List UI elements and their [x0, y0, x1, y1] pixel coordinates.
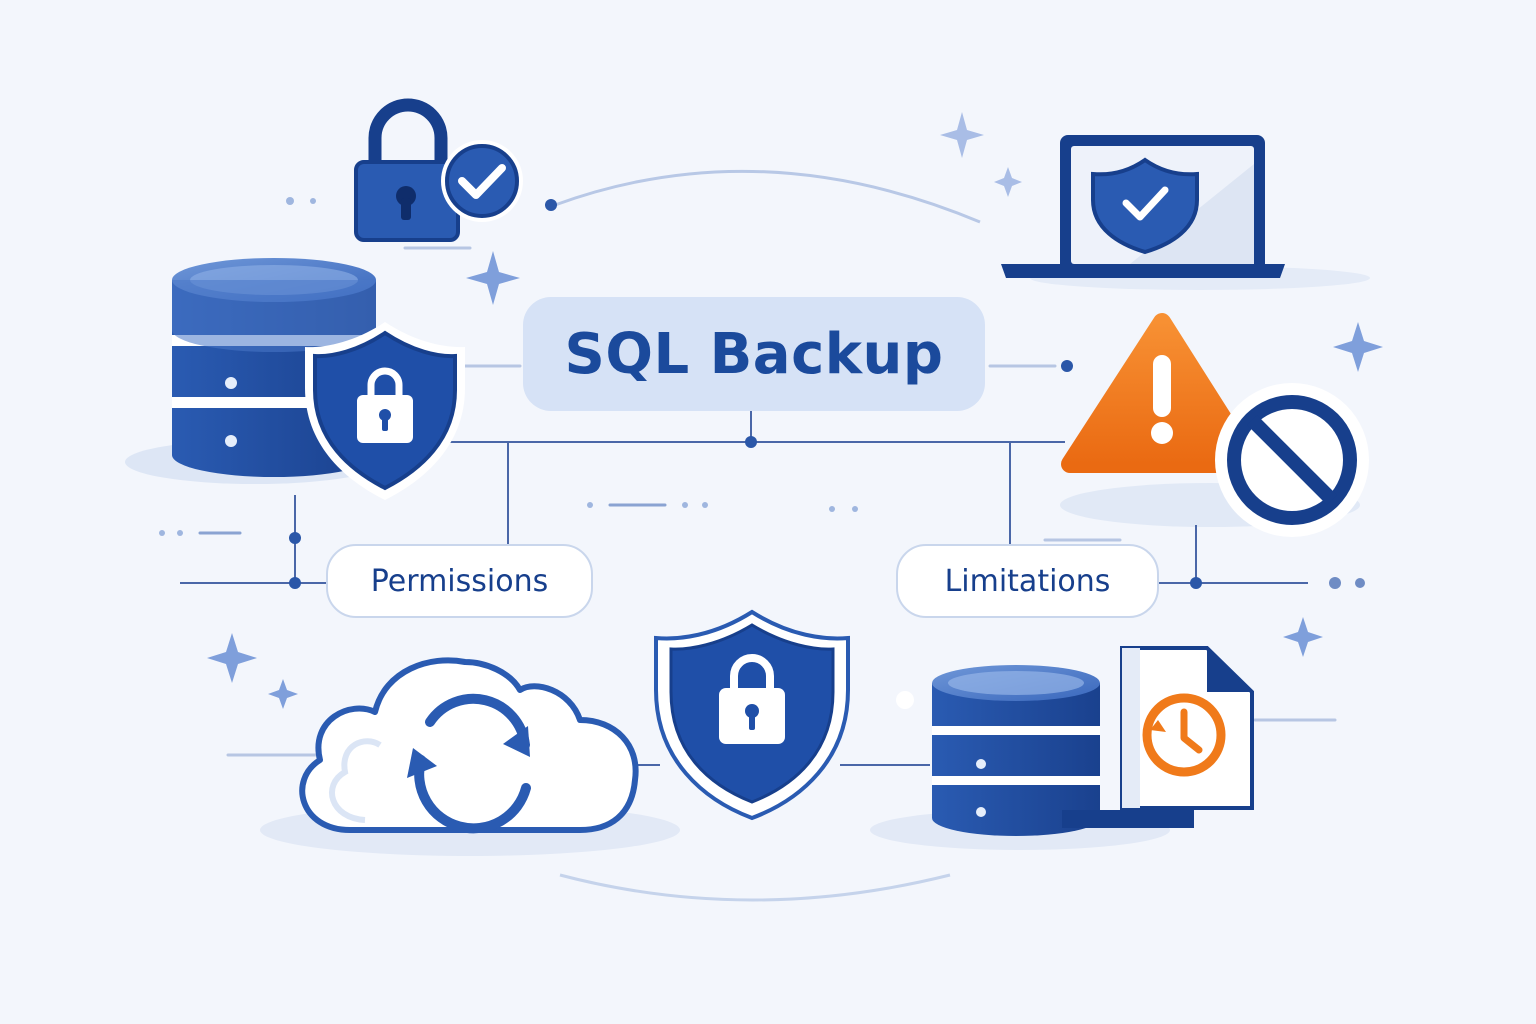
diagram-title: SQL Backup [523, 297, 985, 411]
dot-accents [159, 197, 1365, 709]
cloud-sync-icon [299, 657, 639, 834]
permissions-node: Permissions [326, 544, 593, 618]
laptop-shield-icon [1001, 135, 1285, 278]
padlock-check-icon [354, 98, 523, 242]
database-shield-icon [172, 258, 465, 500]
database-backup-file-icon [932, 646, 1254, 836]
connector-nodes [289, 360, 1202, 589]
dash-segments [198, 503, 667, 535]
warning-icon [1061, 313, 1261, 473]
limitations-node: Limitations [896, 544, 1159, 618]
shield-lock-icon [654, 609, 850, 821]
prohibited-icon [1215, 383, 1369, 537]
sparkle-icons [207, 112, 1383, 709]
